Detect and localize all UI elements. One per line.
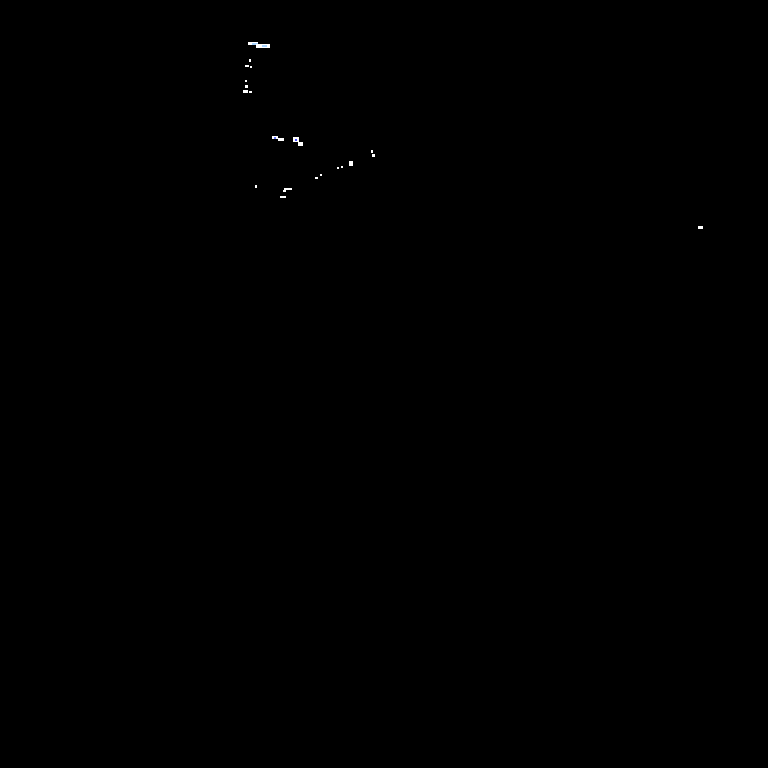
light-speck [371,150,373,153]
light-speck [245,80,247,82]
light-speck [280,196,286,198]
light-speck [341,166,343,168]
light-speck [262,45,267,47]
light-speck [284,188,292,190]
light-speck [349,161,353,166]
light-speck [252,43,258,45]
light-speck [250,66,252,68]
light-speck [243,90,248,93]
light-speck [372,154,375,157]
light-speck [278,138,284,141]
light-speck [320,174,322,176]
light-speck [255,185,257,188]
light-speck [274,137,276,139]
light-speck [295,139,297,141]
light-speck [249,59,251,62]
light-speck [245,65,249,67]
light-speck [249,91,252,93]
light-speck [315,177,318,179]
light-speck [283,190,286,192]
light-speck [698,226,703,229]
light-speck [337,167,339,169]
light-speck [245,85,248,88]
light-speck [298,142,303,146]
